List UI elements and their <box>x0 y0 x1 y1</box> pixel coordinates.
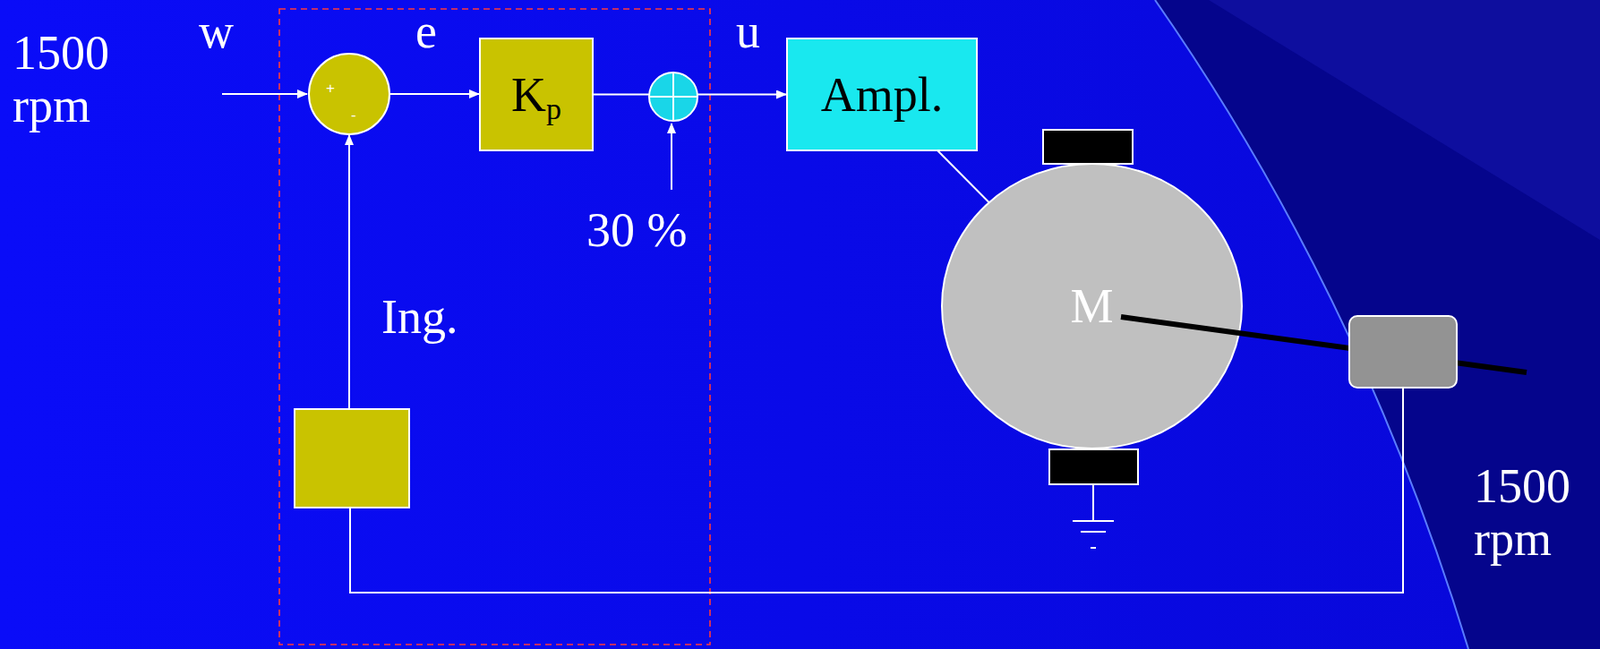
adder-cross <box>672 72 675 121</box>
node-subtext: p <box>546 94 562 125</box>
tachometer <box>1349 316 1457 388</box>
amplifier-block: Ampl. <box>786 37 978 152</box>
ground-symbol <box>1072 520 1114 522</box>
summing-junction: +- <box>308 52 391 136</box>
offset-label: 30 % <box>586 204 687 257</box>
node-text: + <box>325 79 335 98</box>
setpoint-wire <box>222 93 308 95</box>
ground-symbol <box>1080 530 1106 533</box>
signal-name: u <box>735 5 761 59</box>
offset-wire <box>670 123 673 190</box>
speed-label: 1500 rpm <box>1473 460 1591 567</box>
speed-label: 1500 rpm <box>12 26 129 134</box>
signal-wire <box>348 135 351 409</box>
motor-body <box>941 163 1242 449</box>
node-text: K <box>511 70 547 120</box>
node-subtext: - <box>350 106 357 125</box>
ground-wire <box>1092 484 1095 522</box>
signal-wire <box>390 93 480 95</box>
motor-brush <box>1043 129 1133 164</box>
node-text: M <box>1069 282 1113 331</box>
feedback-block: Ing. <box>293 408 411 509</box>
ground-symbol <box>1090 547 1096 549</box>
adder-circle <box>649 72 698 121</box>
gain-block: Kp <box>479 37 594 152</box>
controller-boundary <box>279 8 711 645</box>
node-text: Ampl. <box>821 70 944 120</box>
signal-name: w <box>198 5 234 59</box>
node-text: Ing. <box>381 290 458 344</box>
motor: M <box>941 162 1243 450</box>
motor-brush <box>1049 449 1138 485</box>
tacho-wire <box>350 387 1404 593</box>
signal-name: e <box>415 5 437 59</box>
corner-band <box>1208 0 1600 240</box>
